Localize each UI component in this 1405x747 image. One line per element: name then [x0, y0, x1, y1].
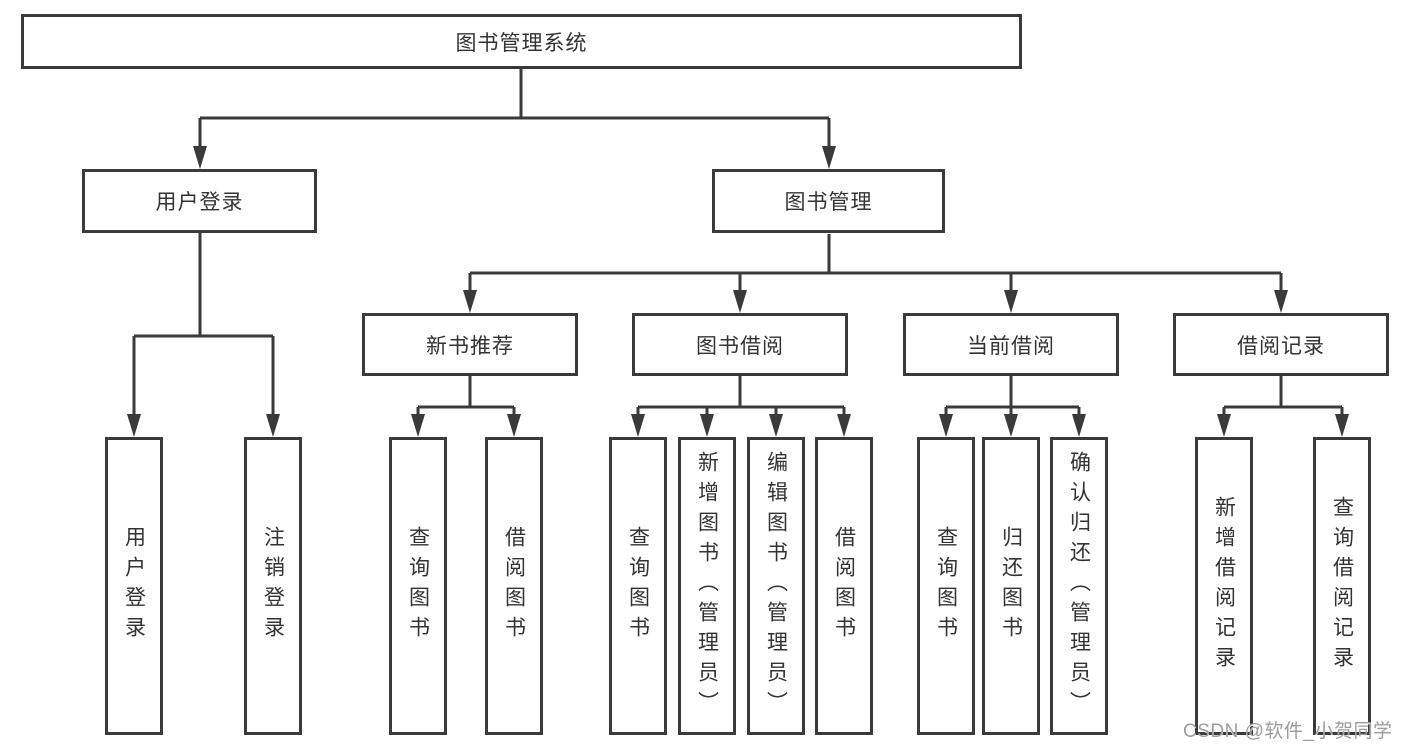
node-borrow-records: 借阅记录 — [1173, 313, 1389, 376]
leaf-edit-books-admin: 编辑图书（管理员） — [747, 437, 805, 735]
leaf-borrow-books-recommend: 借阅图书 — [485, 437, 543, 735]
node-user-login: 用户登录 — [82, 169, 317, 233]
leaf-borrow-books: 借阅图书 — [815, 437, 873, 735]
node-current-borrowing: 当前借阅 — [903, 313, 1119, 376]
leaf-confirm-return-admin: 确认归还（管理员） — [1050, 437, 1108, 735]
leaf-add-books-admin: 新增图书（管理员） — [678, 437, 736, 735]
leaf-return-books: 归还图书 — [982, 437, 1040, 735]
leaf-query-books-borrowing: 查询图书 — [609, 437, 667, 735]
leaf-logout: 注销登录 — [244, 437, 302, 735]
leaf-query-books-recommend: 查询图书 — [389, 437, 447, 735]
leaf-add-borrow-record: 新增借阅记录 — [1195, 437, 1253, 735]
leaf-user-login: 用户登录 — [105, 437, 163, 735]
leaf-query-books-current: 查询图书 — [917, 437, 975, 735]
node-book-management: 图书管理 — [712, 169, 945, 233]
node-book-borrowing: 图书借阅 — [632, 313, 848, 376]
csdn-watermark: CSDN @软件_小贺同学 — [1183, 721, 1393, 742]
leaf-query-borrow-record: 查询借阅记录 — [1313, 437, 1371, 735]
node-new-book-recommend: 新书推荐 — [362, 313, 578, 376]
node-library-management-system: 图书管理系统 — [21, 14, 1022, 69]
